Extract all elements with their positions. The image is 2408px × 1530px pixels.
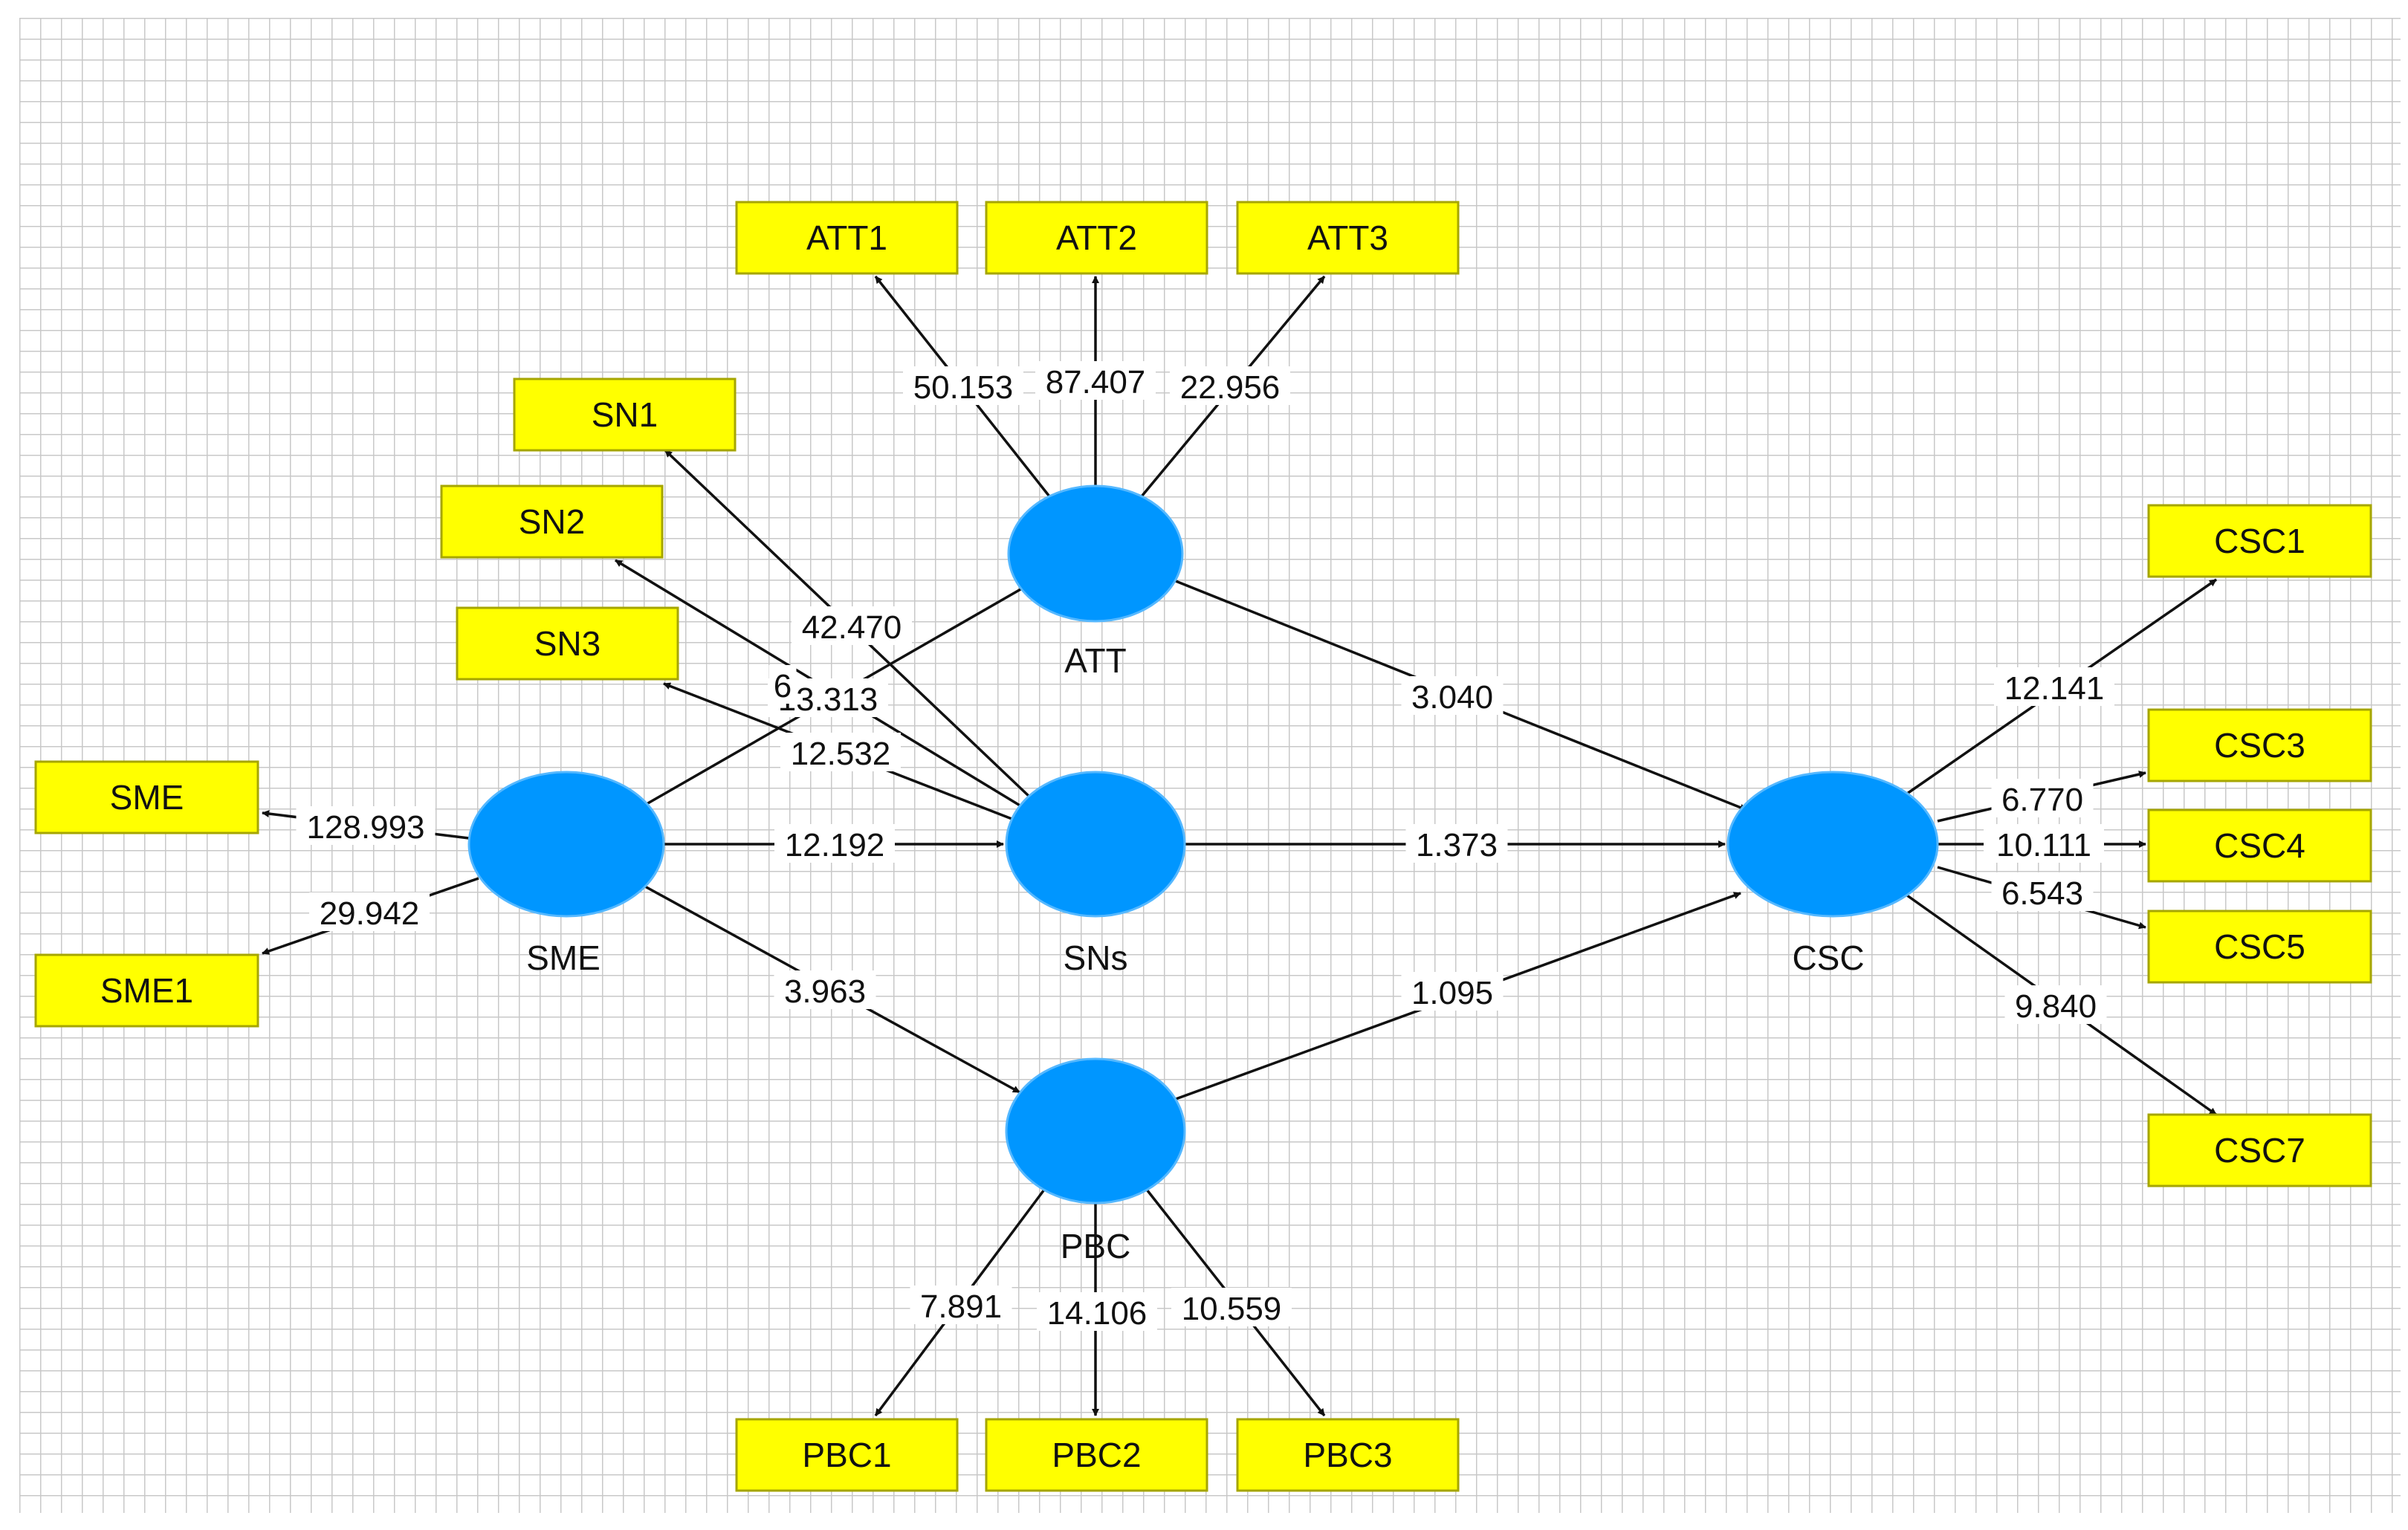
path-pbc-pbc1-coefficient: 7.891 <box>920 1288 1002 1325</box>
path-sns-sn3-label-bg <box>780 733 901 771</box>
latent-pbc-label: PBC <box>1061 1227 1131 1265</box>
latent-sme-ellipse[interactable] <box>467 771 665 918</box>
path-pbc-pbc1-label-bg <box>910 1286 1012 1324</box>
path-csc-csc5-label-bg <box>1991 872 2094 911</box>
indicator-pbc1-box[interactable] <box>735 1418 959 1492</box>
grid <box>19 18 2401 1513</box>
indicator-csc7-label: CSC7 <box>2214 1131 2305 1170</box>
path-csc-csc5-coefficient: 6.543 <box>2001 875 2083 912</box>
path-pbc-pbc3-label-bg <box>1171 1288 1292 1326</box>
path-sns-csc-label-bg <box>1405 824 1508 863</box>
indicator-csc4-label: CSC4 <box>2214 826 2305 865</box>
path-att-att2-label-bg <box>1035 361 1156 400</box>
path-sme-sme-indicator-coefficient: 128.993 <box>306 809 424 846</box>
indicator-att2-label: ATT2 <box>1056 218 1137 257</box>
path-att-att3-coefficient: 22.956 <box>1180 369 1281 406</box>
indicator-csc1-box[interactable] <box>2147 504 2372 578</box>
path-att-att3-label-bg <box>1170 366 1290 405</box>
indicator-sn3-label: SN3 <box>534 624 601 663</box>
path-att-csc-label-bg <box>1401 676 1504 715</box>
path-att-att1-coefficient: 50.153 <box>913 369 1014 406</box>
path-csc-csc7-coefficient: 9.840 <box>2015 988 2097 1025</box>
latent-sns-label: SNs <box>1064 939 1128 977</box>
indicator-csc4-box[interactable] <box>2147 808 2372 883</box>
latent-att-ellipse[interactable] <box>1007 484 1184 623</box>
indicator-att1-box[interactable] <box>735 201 959 275</box>
path-csc-csc3-coefficient: 6.770 <box>2001 782 2083 818</box>
path-pbc-pbc2-coefficient: 14.106 <box>1047 1295 1148 1332</box>
path-csc-csc3-label-bg <box>1991 779 2094 817</box>
path-sme-sns-label-bg <box>774 824 895 863</box>
indicator-csc7-box[interactable] <box>2147 1113 2372 1187</box>
path-sme-pbc-coefficient: 3.963 <box>784 973 866 1010</box>
indicator-sn3-box[interactable] <box>456 606 679 681</box>
path-pbc-csc-coefficient: 1.095 <box>1411 975 1493 1011</box>
indicator-sn1-box[interactable] <box>513 377 737 452</box>
indicator-sn1-label: SN1 <box>592 395 658 434</box>
path-sme-att-label-bg <box>768 665 797 704</box>
indicator-sme-box[interactable] <box>34 760 259 834</box>
indicator-sn2-label: SN2 <box>519 502 585 541</box>
indicator-sme1-box[interactable] <box>34 953 259 1028</box>
indicator-pbc3-label: PBC3 <box>1303 1436 1392 1474</box>
path-pbc-csc-label-bg <box>1401 972 1504 1011</box>
latent-csc-label: CSC <box>1792 939 1864 977</box>
path-sme-att-coefficient: 6 <box>774 668 792 704</box>
indicator-pbc2-box[interactable] <box>985 1418 1208 1492</box>
indicator-sn2-box[interactable] <box>440 484 664 559</box>
indicator-sme1-label: SME1 <box>100 971 193 1010</box>
indicator-att1-label: ATT1 <box>806 218 887 257</box>
indicator-csc1-label: CSC1 <box>2214 522 2305 560</box>
latent-att-label: ATT <box>1064 641 1126 680</box>
path-csc-csc4-label-bg <box>1984 824 2104 863</box>
path-csc-csc4-coefficient: 10.111 <box>1996 827 2091 863</box>
path-att-csc-coefficient: 3.040 <box>1411 679 1493 716</box>
path-csc-csc1-coefficient: 12.141 <box>2004 670 2105 707</box>
path-sme-sme1-label-bg <box>309 892 430 931</box>
path-pbc-pbc3-coefficient: 10.559 <box>1182 1291 1282 1327</box>
path-csc-csc7-label-bg <box>2004 985 2107 1024</box>
path-att-att2-coefficient: 87.407 <box>1046 364 1146 401</box>
path-sme-sns-coefficient: 12.192 <box>785 827 885 863</box>
indicator-csc3-box[interactable] <box>2147 708 2372 782</box>
indicator-csc5-box[interactable] <box>2147 910 2372 984</box>
path-sme-sme-indicator-label-bg <box>296 806 436 845</box>
indicator-att3-box[interactable] <box>1236 201 1460 275</box>
path-sns-sn3-coefficient: 12.532 <box>791 736 891 772</box>
latent-pbc-ellipse[interactable] <box>1005 1057 1186 1205</box>
indicator-att2-box[interactable] <box>985 201 1208 275</box>
path-sns-sn1-label-bg <box>792 606 912 645</box>
indicator-pbc3-box[interactable] <box>1236 1418 1460 1492</box>
path-sme-sme1-coefficient: 29.942 <box>320 895 420 932</box>
path-csc-csc1-label-bg <box>1994 667 2114 706</box>
path-sme-pbc-label-bg <box>774 970 876 1009</box>
indicator-csc3-label: CSC3 <box>2214 726 2305 765</box>
indicator-csc5-label: CSC5 <box>2214 927 2305 966</box>
path-att-att1-label-bg <box>903 366 1023 405</box>
latent-csc-ellipse[interactable] <box>1726 771 1939 918</box>
latent-sns-ellipse[interactable] <box>1005 771 1186 918</box>
indicator-att3-label: ATT3 <box>1307 218 1388 257</box>
path-pbc-pbc2-label-bg <box>1037 1292 1157 1331</box>
indicator-pbc1-label: PBC1 <box>802 1436 891 1474</box>
latent-sme-label: SME <box>526 939 601 977</box>
indicator-pbc2-label: PBC2 <box>1052 1436 1141 1474</box>
path-sns-csc-coefficient: 1.373 <box>1416 827 1498 863</box>
indicator-sme-label: SME <box>110 778 184 817</box>
path-sns-sn1-coefficient: 42.470 <box>802 609 902 646</box>
